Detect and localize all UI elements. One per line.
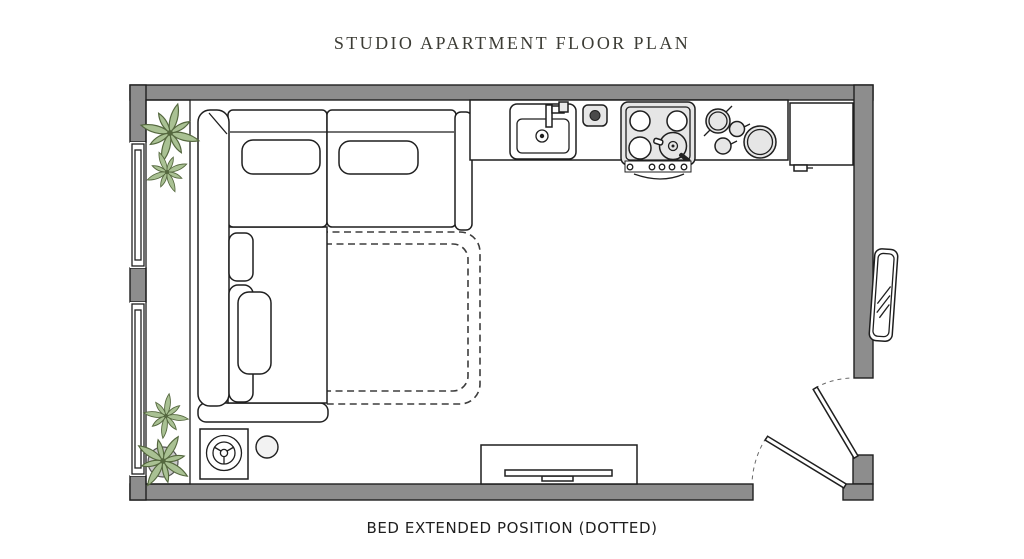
refrigerator-icon: [789, 102, 854, 172]
burner: [666, 110, 688, 132]
door-leaf: [764, 435, 848, 489]
power-outlet-icon: [582, 104, 608, 127]
mirror-icon: [868, 248, 899, 343]
door-icon: [812, 377, 860, 460]
stool-icon: [255, 435, 279, 459]
sofa-pillow: [338, 140, 419, 175]
sofa-arm-crease: [208, 112, 228, 135]
wall-left-bottom: [129, 475, 147, 501]
tv-console-icon: [480, 444, 638, 485]
washing-machine-icon: [199, 428, 249, 480]
burner: [628, 136, 652, 160]
plant-icon: [140, 390, 192, 442]
walls: [129, 84, 874, 501]
window-icon: [130, 142, 146, 268]
wall-left-pier: [129, 267, 147, 303]
door-corner-post: [852, 454, 874, 485]
wall-left-top: [129, 84, 147, 143]
pan-icon: [653, 131, 691, 163]
burner: [629, 110, 651, 132]
door-swing-arc: [814, 377, 854, 389]
page-title: STUDIO APARTMENT FLOOR PLAN: [333, 33, 691, 53]
sofa-arm-right: [454, 111, 473, 231]
door-icon: [751, 435, 848, 489]
sofa-bed-icon: [197, 109, 473, 423]
sink-icon: [509, 101, 577, 160]
caption: BED EXTENDED POSITION (DOTTED): [366, 519, 658, 537]
door-leaf: [812, 386, 860, 460]
wall-bottom: [129, 483, 754, 501]
sofa-pillow: [237, 291, 272, 375]
door-corner-post-foot: [842, 483, 874, 501]
plant-shelf: [145, 99, 191, 485]
sofa-arm-left: [197, 109, 230, 407]
wall-top: [129, 84, 874, 101]
sofa-pillow: [241, 139, 321, 175]
cooktop-icon: [620, 101, 696, 180]
wall-right: [853, 84, 874, 379]
plant-icon: [122, 420, 204, 502]
sofa-chaise-cushion: [228, 232, 254, 282]
window-icon: [130, 302, 146, 476]
door-swing-arc: [751, 437, 767, 484]
cookware-pots-icon: [703, 105, 777, 159]
oven-knobs: [624, 160, 692, 180]
